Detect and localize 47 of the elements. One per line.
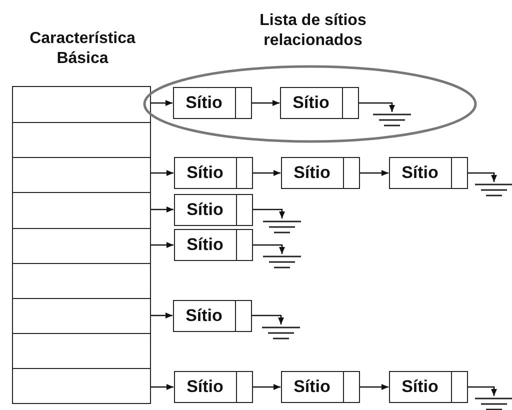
list-node-box bbox=[281, 371, 360, 403]
ground-icon bbox=[475, 183, 512, 198]
list-node-box bbox=[174, 371, 253, 403]
ground-icon bbox=[373, 113, 411, 128]
list-node-box bbox=[281, 157, 360, 189]
arrow bbox=[360, 170, 388, 176]
arrow bbox=[468, 172, 497, 182]
list-heading: Lista de sítios relacionados bbox=[258, 11, 368, 51]
ground-icon bbox=[263, 255, 301, 270]
node-label: Sítio bbox=[292, 162, 332, 184]
arrow bbox=[253, 170, 280, 176]
node-label: Sítio bbox=[400, 162, 440, 184]
node-label: Sítio bbox=[184, 92, 224, 114]
list-node-box bbox=[389, 157, 468, 189]
arrow bbox=[151, 312, 172, 318]
list-node-box bbox=[174, 194, 253, 226]
list-node-box bbox=[389, 371, 468, 403]
node-label: Sítio bbox=[186, 162, 224, 184]
list-node-box bbox=[173, 300, 252, 332]
node-label: Sítio bbox=[186, 198, 224, 220]
list-node-box bbox=[173, 87, 252, 119]
node-label: Sítio bbox=[186, 376, 224, 398]
ground-icon bbox=[475, 397, 512, 410]
arrow bbox=[151, 100, 172, 106]
list-node-box bbox=[174, 157, 253, 189]
arrow bbox=[151, 242, 174, 248]
arrow bbox=[468, 386, 497, 396]
node-label: Sítio bbox=[292, 376, 332, 398]
column-heading: Característica Básica bbox=[28, 29, 136, 69]
arrow bbox=[253, 244, 285, 254]
arrow bbox=[252, 100, 280, 106]
arrow bbox=[360, 384, 388, 390]
node-label: Sítio bbox=[292, 92, 330, 114]
arrow bbox=[359, 102, 395, 112]
list-node-box bbox=[280, 87, 359, 119]
ground-icon bbox=[263, 220, 301, 234]
arrow bbox=[253, 384, 280, 390]
arrow bbox=[151, 170, 174, 176]
node-label: Sítio bbox=[400, 376, 440, 398]
node-label: Sítio bbox=[184, 304, 224, 326]
node-label: Sítio bbox=[186, 234, 224, 256]
list-node-box bbox=[174, 229, 253, 261]
arrow bbox=[253, 208, 285, 218]
arrow bbox=[151, 206, 174, 212]
arrow bbox=[252, 314, 284, 324]
arrow bbox=[151, 384, 174, 390]
ground-icon bbox=[262, 326, 300, 340]
